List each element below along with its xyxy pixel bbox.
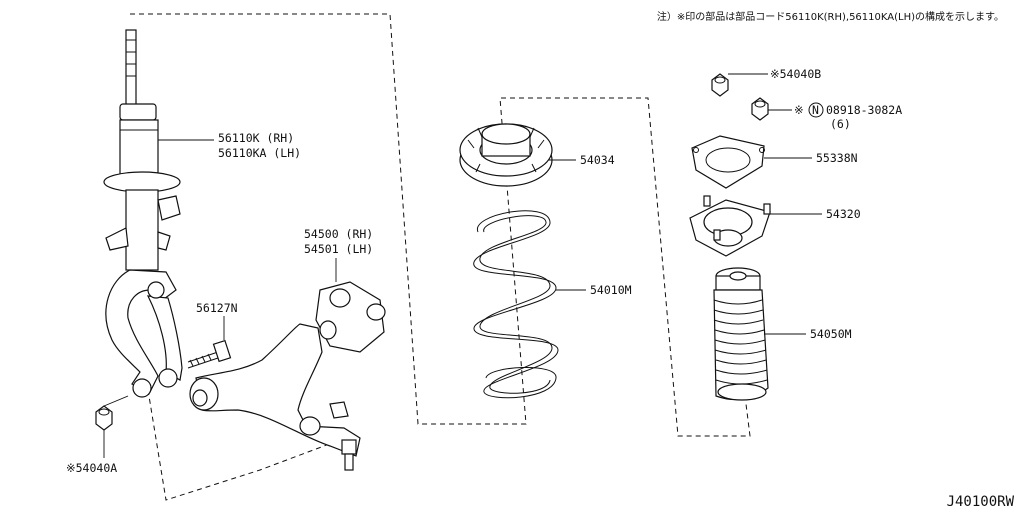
- bolt-label: 56127N: [196, 301, 238, 315]
- bolt-drawing[interactable]: [187, 339, 232, 369]
- n-circle-icon: [808, 102, 824, 118]
- spring-seat-label: 54034: [580, 153, 615, 167]
- nut-b-label: ※54040B: [770, 67, 821, 81]
- nut-n-qty: (6): [830, 117, 851, 131]
- mount-drawing[interactable]: [689, 195, 771, 257]
- strut-label-rh: 56110K (RH): [218, 131, 294, 145]
- header-note: 注）※印の部品は部品コード56110K(RH),56110KA(LH)の構成を示…: [657, 10, 1004, 23]
- nut-b-drawing[interactable]: [711, 73, 729, 97]
- nut-n-drawing[interactable]: [751, 97, 769, 121]
- coil-spring-label: 54010M: [590, 283, 632, 297]
- spring-seat-drawing[interactable]: [459, 123, 553, 187]
- leader-lines: [103, 73, 822, 458]
- nut-n-label: ※ N 08918-3082A (6): [794, 102, 902, 131]
- group-outline-strut-assembly: [130, 13, 751, 501]
- bearing-drawing[interactable]: [691, 135, 765, 189]
- lower-arm-label-lh: 54501 (LH): [304, 242, 373, 256]
- nut-a-drawing[interactable]: [95, 405, 113, 431]
- bound-bumper-label: 54050M: [810, 327, 852, 341]
- coil-spring-drawing[interactable]: [473, 210, 559, 399]
- bound-bumper-drawing[interactable]: [713, 267, 769, 401]
- strut-label-lh: 56110KA (LH): [218, 146, 301, 160]
- nut-n-number: 08918-3082A: [826, 103, 902, 117]
- strut-assembly-drawing[interactable]: [103, 29, 183, 398]
- diagram-code: J40100RW: [947, 494, 1015, 510]
- nut-a-label: ※54040A: [66, 461, 117, 475]
- bearing-label: 55338N: [816, 151, 858, 165]
- nut-n-prefix: ※: [794, 103, 804, 117]
- lower-arm-drawing[interactable]: [189, 281, 386, 471]
- mount-label: 54320: [826, 207, 861, 221]
- lower-arm-label-rh: 54500 (RH): [304, 227, 373, 241]
- nut-n-symbol: N: [812, 103, 819, 117]
